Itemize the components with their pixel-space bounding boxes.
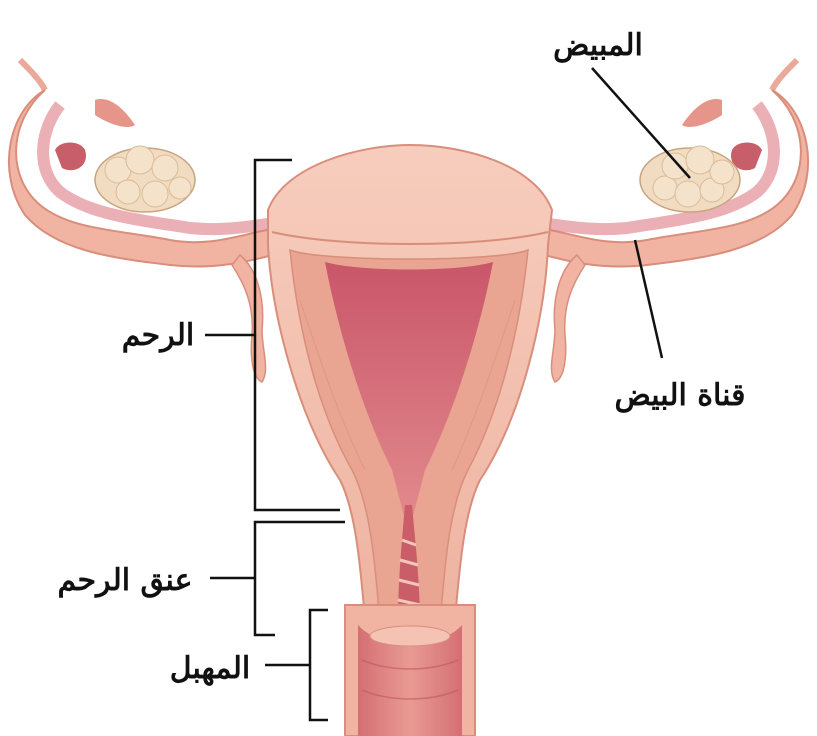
ovary-label: المبيض [553,28,643,63]
left-ligament [232,255,266,382]
right-ovary [640,146,740,212]
vagina-label: المهبل [170,651,250,686]
vagina-bracket [265,610,328,720]
uterus-body [268,145,552,640]
right-ligament [551,255,585,382]
cervix-label: عنق الرحم [58,563,193,598]
ovary-leader [592,68,690,178]
left-ovary [95,146,195,212]
cervix-bracket [210,522,345,635]
fallopian-tube-label: قناة البيض [614,378,745,413]
uterus-label: الرحم [122,318,195,353]
vagina [345,605,475,736]
